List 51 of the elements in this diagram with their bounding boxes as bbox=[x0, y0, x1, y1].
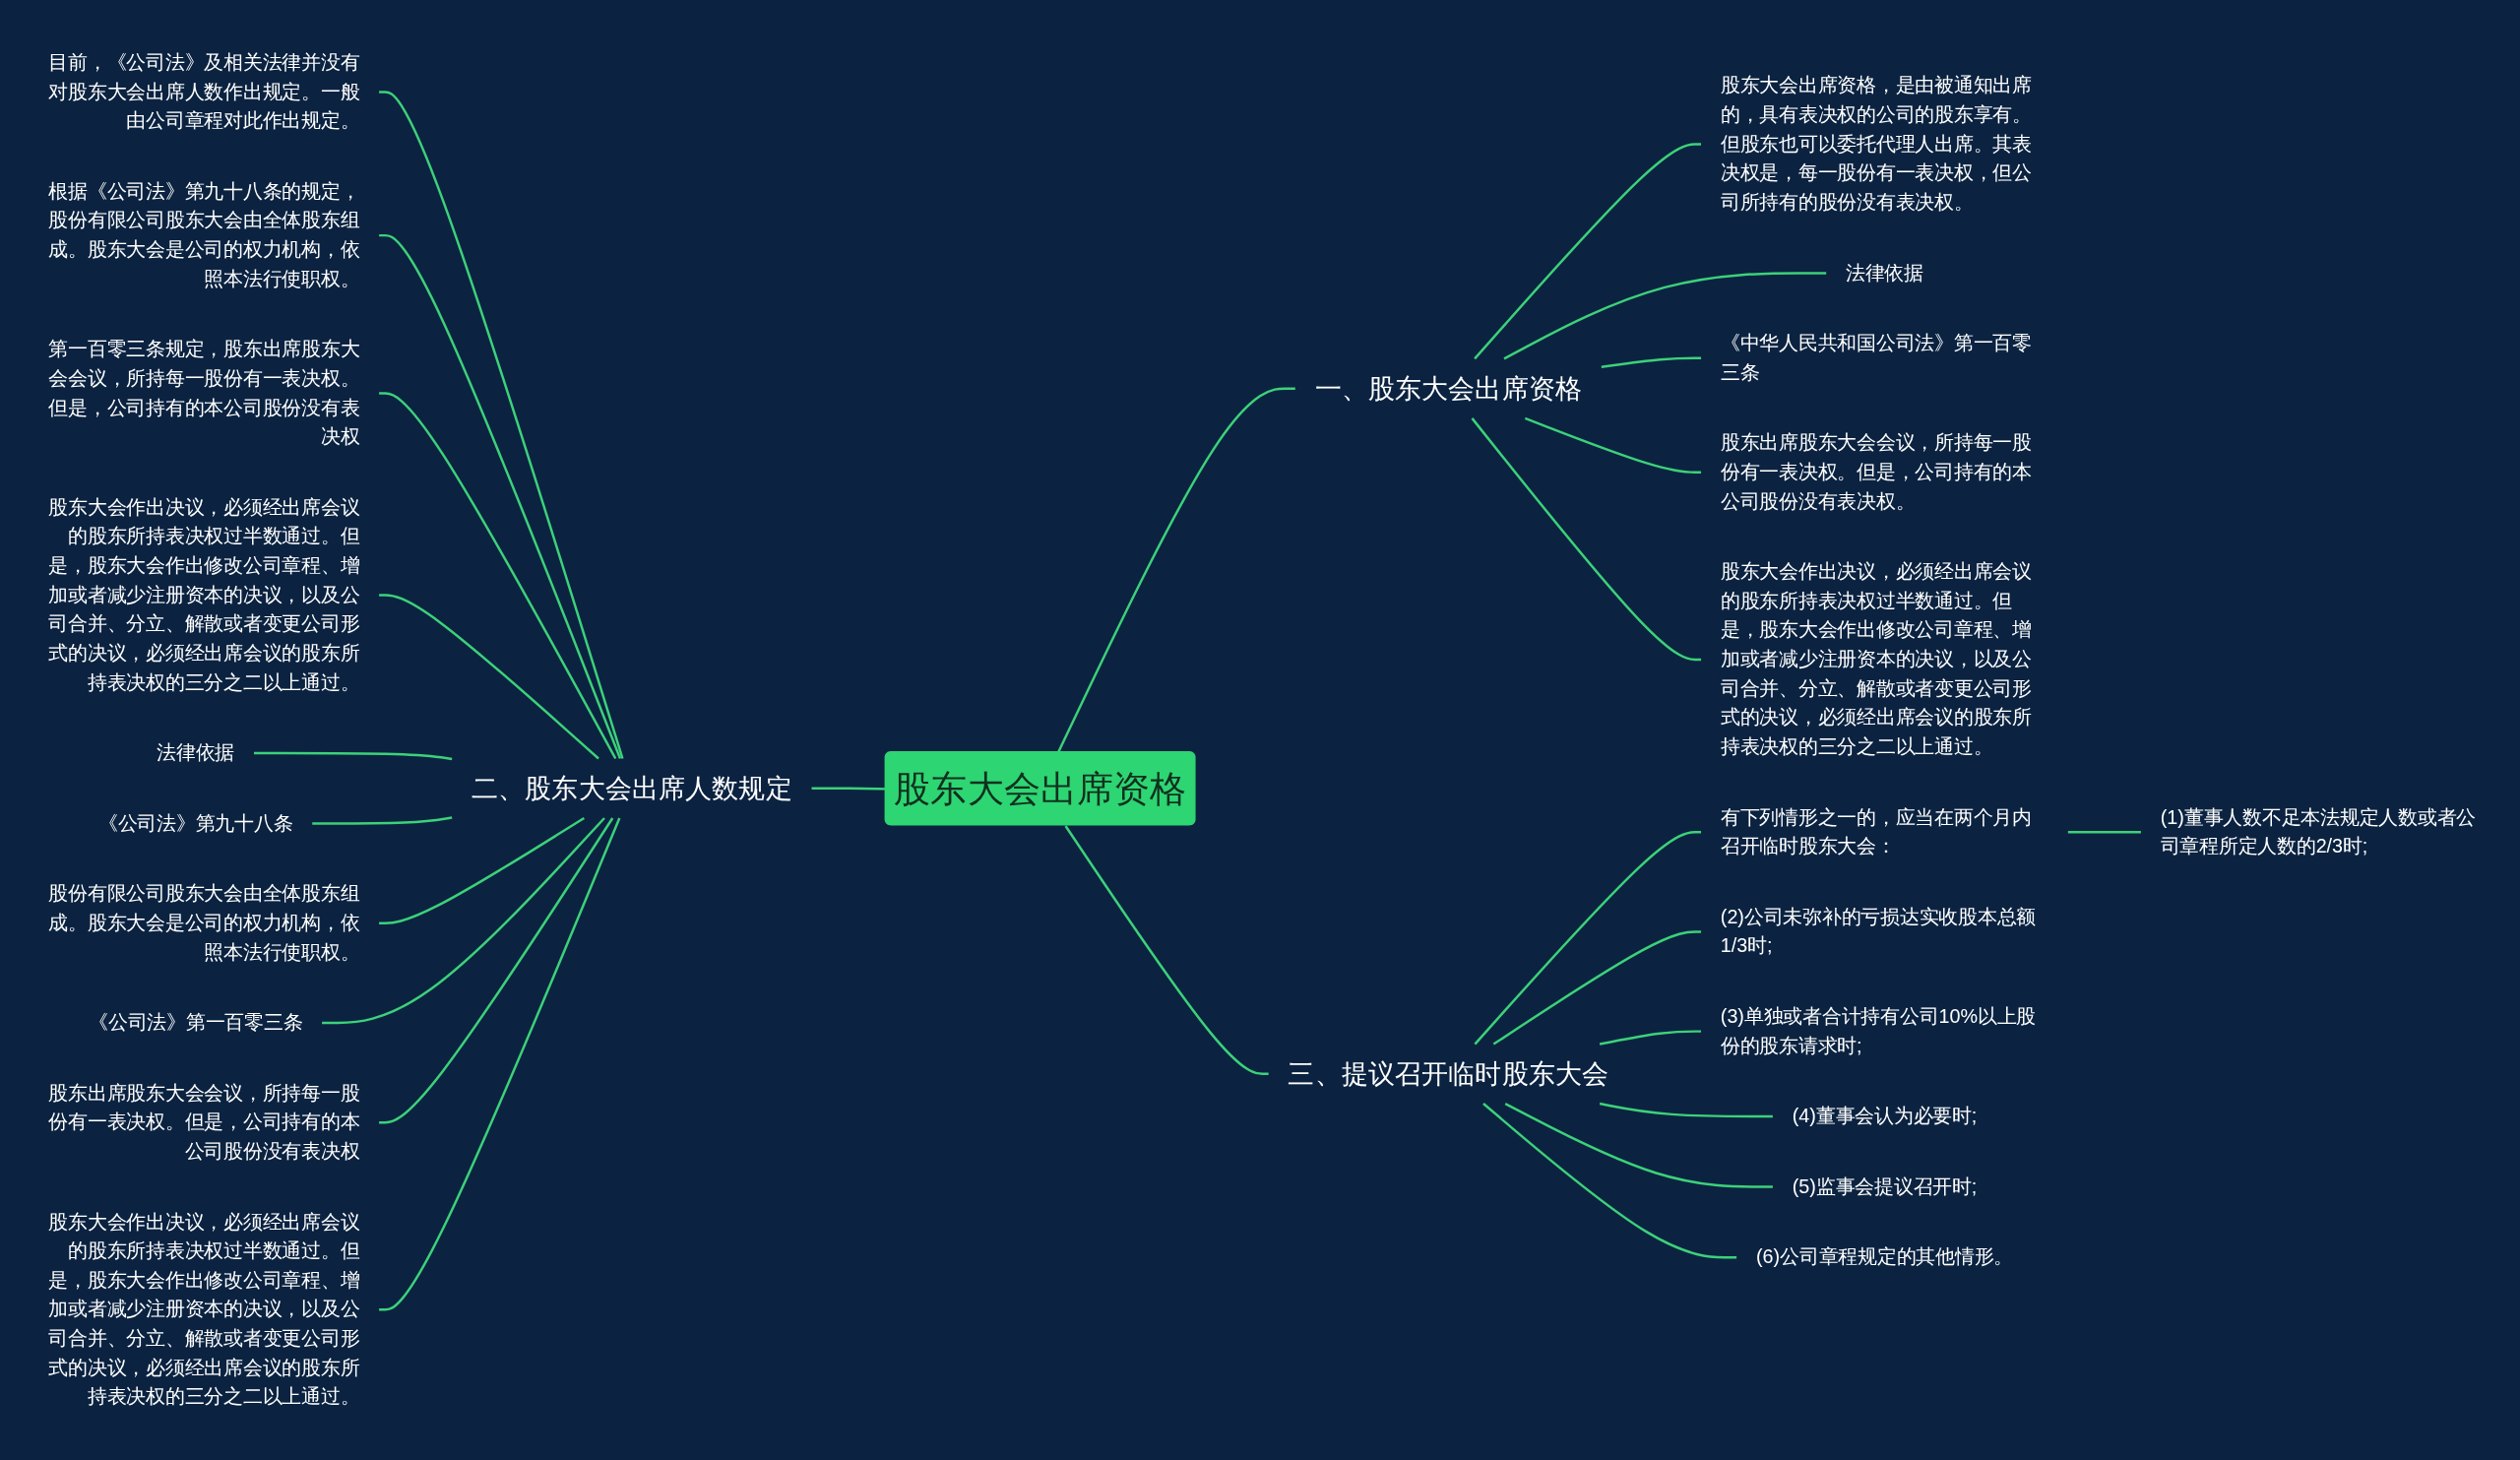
leaf-text: 股东大会作出决议，必须经出席会议的股东所持表决权过半数通过。但是，股东大会作出修改公司章程、增加或者减少注册资本的决议，以及公司合并、分立、解散或者变更公司形式的决议，必须经出席会议的股东所持表决权的三分之二以上通过。 bbox=[48, 496, 360, 693]
leaf-text: 股东大会出席资格，是由被通知出席的，具有表决权的公司的股东享有。但股东也可以委托代理人出席。其表决权是，每一股份有一表决权，但公司所持有的股份没有表决权。 bbox=[1720, 75, 2032, 213]
connector-line bbox=[379, 594, 599, 760]
leaf-text: (1)董事人数不足本法规定人数或者公司章程所定人数的2/3时; bbox=[2160, 806, 2476, 857]
connector-line bbox=[1524, 416, 1702, 475]
connector-line bbox=[1599, 1102, 1773, 1118]
leaf-text: 《中华人民共和国公司法》第一百零三条 bbox=[1720, 332, 2032, 383]
connector-line bbox=[1504, 1102, 1773, 1188]
connector-line bbox=[379, 233, 622, 759]
connector-line bbox=[253, 751, 453, 761]
leaf-text: 股份有限公司股东大会由全体股东组成。股东大会是公司的权力机构，依照本法行使职权。 bbox=[48, 883, 360, 963]
connector-line bbox=[1064, 825, 1269, 1076]
leaf-text: 法律依据 bbox=[1845, 262, 1923, 284]
connector-line bbox=[1474, 830, 1702, 1046]
leaf-text: 法律依据 bbox=[157, 741, 235, 763]
branch-topic: 一、股东大会出席资格 bbox=[1314, 373, 1583, 405]
connector-line bbox=[379, 91, 624, 759]
connector-line bbox=[1471, 417, 1702, 662]
connector-line bbox=[379, 817, 621, 1311]
connector-line bbox=[1057, 387, 1295, 753]
leaf-text: (4)董事会认为必要时; bbox=[1792, 1105, 1978, 1126]
central-topic: 股东大会出席资格 bbox=[884, 751, 1196, 826]
branch-topic: 三、提议召开临时股东大会 bbox=[1288, 1058, 1609, 1090]
connector-line bbox=[379, 392, 617, 760]
leaf-text: 股东出席股东大会会议，所持每一股份有一表决权。但是，公司持有的本公司股份没有表决权 bbox=[48, 1082, 360, 1162]
connector-line bbox=[1482, 1103, 1737, 1259]
leaf-text: 根据《公司法》第九十八条的规定，股份有限公司股东大会由全体股东组成。股东大会是公司的权力机构，依照本法行使职权。 bbox=[48, 180, 360, 289]
connector-line bbox=[1503, 272, 1827, 360]
leaf-text: 股东出席股东大会会议，所持每一股份有一表决权。但是，公司持有的本公司股份没有表决权。 bbox=[1720, 432, 2032, 512]
leaf-text: (5)监事会提议召开时; bbox=[1792, 1175, 1978, 1197]
connector-line bbox=[379, 817, 614, 1124]
connector-line bbox=[322, 817, 605, 1025]
connector-line bbox=[2067, 830, 2141, 834]
connector-line bbox=[1601, 356, 1702, 369]
leaf-text: (3)单独或者合计持有公司10%以上股份的股东请求时; bbox=[1720, 1005, 2037, 1056]
leaf-text: 《公司法》第九十八条 bbox=[98, 812, 293, 834]
leaf-text: 《公司法》第一百零三条 bbox=[89, 1011, 303, 1033]
leaf-text: 目前，《公司法》及相关法律并没有对股东大会出席人数作出规定。一般由公司章程对此作出规定。 bbox=[48, 51, 360, 131]
branch-topic: 二、股东大会出席人数规定 bbox=[471, 773, 792, 804]
connector-line bbox=[1599, 1030, 1702, 1046]
connector-line bbox=[1474, 143, 1702, 360]
leaf-text: (2)公司未弥补的亏损达实收股本总额1/3时; bbox=[1720, 906, 2037, 957]
connector-line bbox=[1492, 930, 1702, 1046]
connector-line bbox=[312, 816, 453, 825]
leaf-text: (6)公司章程规定的其他情形。 bbox=[1755, 1246, 2013, 1268]
leaf-text: 有下列情形之一的，应当在两个月内召开临时股东大会： bbox=[1720, 806, 2032, 857]
leaf-text: 第一百零三条规定，股东出席股东大会会议，所持每一股份有一表决权。但是，公司持有的本公司股份没有表决权 bbox=[48, 339, 360, 447]
connector-line bbox=[811, 787, 886, 791]
leaf-text: 股东大会作出决议，必须经出席会议的股东所持表决权过半数通过。但是，股东大会作出修改公司章程、增加或者减少注册资本的决议，以及公司合并、分立、解散或者变更公司形式的决议，必须经出席会议的股东所持表决权的三分之二以上通过。 bbox=[1720, 560, 2032, 757]
connector-line bbox=[379, 816, 585, 924]
leaf-text: 股东大会作出决议，必须经出席会议的股东所持表决权过半数通过。但是，股东大会作出修改公司章程、增加或者减少注册资本的决议，以及公司合并、分立、解散或者变更公司形式的决议，必须经出席会议的股东所持表决权的三分之二以上通过。 bbox=[48, 1211, 360, 1407]
